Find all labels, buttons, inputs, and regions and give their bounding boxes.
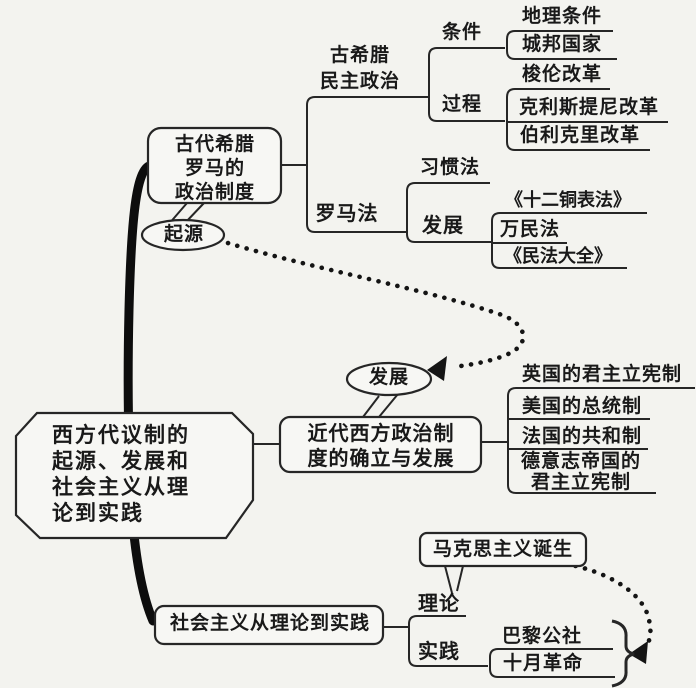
ancient-node-title: 古代希腊 罗马的 政治制度 (174, 133, 255, 203)
bracket-roman-development-items (491, 212, 647, 269)
roman-dev-item-jus-gentium: 万民法 (499, 218, 560, 240)
theory-label: 理论 (418, 591, 460, 615)
process-label: 过程 (441, 93, 482, 115)
marxism-node-box (418, 531, 588, 568)
origin-to-development-dotted-arrow (225, 240, 526, 370)
development-bubble-label: 发展 (368, 366, 409, 388)
socialism-node-title: 社会主义从理论到实践 (169, 612, 370, 634)
customary-law-label: 习惯法 (419, 156, 480, 178)
root-node-octagon (14, 411, 255, 540)
ancient-node-box (146, 126, 283, 205)
origin-bubble-label: 起源 (163, 223, 204, 245)
bracket-condition-process (428, 47, 505, 122)
origin-bubble-ellipse (140, 218, 226, 252)
modern-node-title: 近代西方政治制 度的确立与发展 (307, 421, 455, 470)
bracket-theory-practice (408, 615, 488, 667)
greek-democracy-label: 古希腊 民主政治 (319, 44, 400, 92)
process-item-cleisthenes: 克利斯提尼改革 (518, 96, 659, 118)
modern-item-britain: 英国的君主立宪制 (521, 363, 682, 385)
condition-item-geography: 地理条件 (521, 5, 602, 27)
roman-law-label: 罗马法 (315, 201, 379, 225)
practice-item-paris-commune: 巴黎公社 (501, 625, 582, 647)
modern-node-box (278, 415, 483, 474)
marxism-node-label: 马克思主义诞生 (432, 538, 573, 560)
practice-curly-brace (611, 619, 635, 688)
practice-arrowhead (629, 641, 648, 664)
process-item-solon: 梭伦改革 (521, 63, 602, 85)
modern-item-germany: 德意志帝国的 君主立宪制 (520, 450, 641, 493)
condition-label: 条件 (441, 21, 482, 43)
bracket-condition-items (506, 30, 617, 60)
practice-label: 实践 (418, 639, 460, 663)
development-arrowhead (427, 356, 447, 381)
bracket-roman-children (406, 182, 492, 243)
bracket-modern-items (507, 387, 695, 494)
roman-dev-item-corpus-juris: 《民法大全》 (504, 246, 612, 267)
bracket-practice-items (489, 648, 615, 678)
modern-item-usa: 美国的总统制 (521, 395, 642, 417)
root-node-title: 西方代议制的 起源、发展和 社会主义从理 论到实践 (52, 423, 190, 525)
bracket-greek-roman (306, 96, 429, 233)
development-bubble-ellipse (345, 361, 433, 397)
roman-dev-item-twelve-tables: 《十二铜表法》 (505, 190, 631, 211)
marxism-bubble-tail (444, 565, 464, 594)
condition-item-citystate: 城邦国家 (521, 33, 602, 55)
practice-item-october-revolution: 十月革命 (502, 652, 583, 674)
roman-development-label: 发展 (422, 213, 464, 237)
modern-item-france: 法国的共和制 (521, 425, 642, 447)
main-brace-curve (123, 161, 158, 626)
development-bubble-tail (362, 393, 399, 418)
theory-to-practice-dotted-arrow (563, 561, 653, 654)
process-item-pericles: 伯利克里改革 (519, 124, 640, 146)
socialism-node-box (153, 604, 385, 646)
bracket-process-items (506, 88, 650, 151)
